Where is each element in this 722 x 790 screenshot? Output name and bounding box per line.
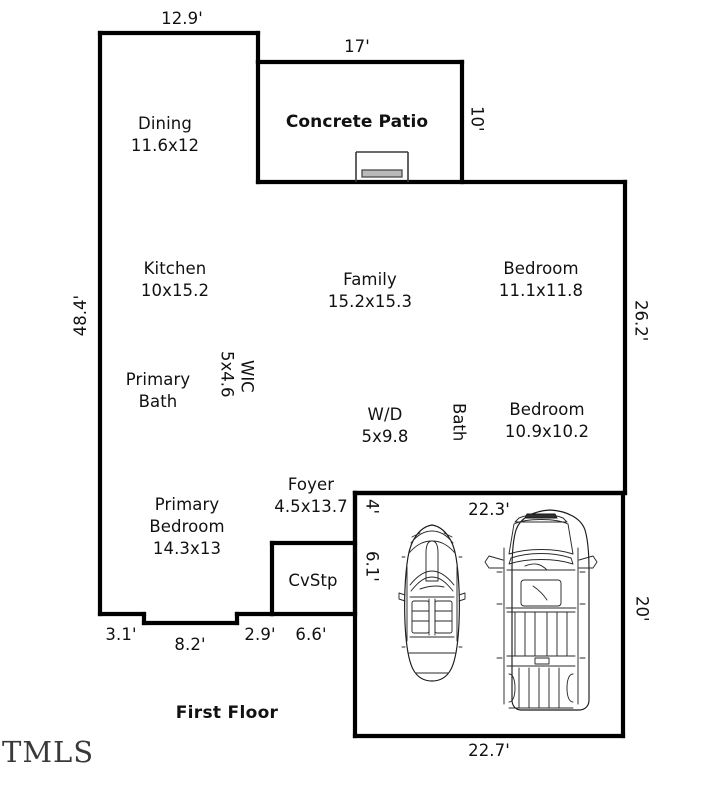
room-label-wic-size: 5x4.6 <box>216 351 237 402</box>
room-name-cvstp: CvStp <box>288 571 338 590</box>
room-label-bedroom-lower: Bedroom 10.9x10.2 <box>505 399 589 443</box>
vehicle-pickup-truck <box>484 509 598 711</box>
dimension-garage-right: 20' <box>631 596 652 626</box>
room-name-foyer: Foyer <box>287 475 335 494</box>
room-name-kitchen: Kitchen <box>143 259 207 278</box>
room-size-foyer: 4.5x13.7 <box>274 496 348 516</box>
car-hood-front <box>410 530 454 544</box>
room-size-dining: 11.6x12 <box>130 135 200 155</box>
truck-fender-left <box>508 673 516 703</box>
truck-windshield <box>508 553 574 565</box>
dimension-garage-bottom: 22.7' <box>468 741 510 760</box>
room-label-bath: Bath <box>448 403 469 445</box>
room-size-wd: 5x9.8 <box>361 426 409 446</box>
garage-walls <box>352 490 626 739</box>
dimension-bottom-step-left: 3.1' <box>105 625 137 644</box>
room-name-bath: Bath <box>449 403 469 442</box>
room-name-primary-bath-line1: Primary <box>125 370 191 389</box>
room-size-wic: 5x4.6 <box>217 351 237 398</box>
room-name-bedroom-upper: Bedroom <box>503 259 579 278</box>
room-size-bedroom-upper: 11.1x11.8 <box>498 280 584 300</box>
room-name-dining: Dining <box>138 114 192 133</box>
room-label-kitchen: Kitchen 10x15.2 <box>141 258 209 302</box>
truck-body <box>511 509 590 711</box>
room-label-primary-bedroom: Primary Bedroom 14.3x13 <box>149 494 224 559</box>
room-label-cvstp: CvStp <box>288 570 337 592</box>
dimension-foyer-right-upper-text: 4' <box>362 499 382 515</box>
room-label-foyer: Foyer 4.5x13.7 <box>274 474 348 518</box>
car-wheel-marks <box>401 556 463 648</box>
dimension-patio-right: 10' <box>466 106 487 136</box>
dimension-patio-top: 17' <box>344 37 370 56</box>
room-label-concrete-patio: Concrete Patio <box>286 111 428 133</box>
car-side-crease <box>406 566 458 642</box>
room-size-bedroom-lower: 10.9x10.2 <box>504 421 590 441</box>
room-name-primary-bath-line2: Bath <box>138 391 178 411</box>
car-mirror-left <box>398 592 406 602</box>
room-label-family: Family 15.2x15.3 <box>328 269 412 313</box>
dimension-house-right: 26.2' <box>630 300 651 345</box>
room-label-dining: Dining 11.6x12 <box>131 113 199 157</box>
car-console <box>428 598 436 636</box>
dimension-foyer-right-upper: 4' <box>361 499 382 518</box>
car-body <box>404 524 460 682</box>
dimension-garage-right-text: 20' <box>632 596 652 622</box>
car-headlight-right <box>443 532 453 538</box>
truck-mirror-right <box>578 555 598 569</box>
vehicle-convertible-car <box>398 524 466 682</box>
room-size-kitchen: 10x15.2 <box>140 280 210 300</box>
room-name-bedroom-lower: Bedroom <box>509 400 585 419</box>
truck-bed-ribs-upper <box>514 611 568 657</box>
truck-side-lines <box>503 547 579 705</box>
dimension-house-left-text: 48.4' <box>71 295 90 337</box>
watermark-tmls: TMLS <box>2 735 95 769</box>
truck-front-grille <box>524 513 558 519</box>
dimension-foyer-right-lower: 6.1' <box>361 551 382 586</box>
room-size-family: 15.2x15.3 <box>327 291 413 311</box>
stoop-step-bar <box>361 169 403 178</box>
room-name-primary-bedroom-line2: Bedroom <box>149 516 225 536</box>
room-label-bedroom-upper: Bedroom 11.1x11.8 <box>499 258 583 302</box>
room-label-primary-bath: Primary Bath <box>126 369 190 413</box>
truck-bed-bounds <box>506 611 576 657</box>
car-rollbar <box>425 540 439 582</box>
page-title: First Floor <box>175 703 279 723</box>
dimension-garage-top: 22.3' <box>468 500 510 519</box>
dimension-bottom-step-right: 2.9' <box>244 625 276 644</box>
dimension-house-left: 48.4' <box>70 295 91 340</box>
room-name-wd: W/D <box>367 405 403 424</box>
dimension-patio-right-text: 10' <box>467 106 487 132</box>
dimension-foyer-right-lower-text: 6.1' <box>362 551 382 582</box>
dimension-bottom-cvstp: 6.6' <box>295 625 327 644</box>
truck-rear-window <box>520 579 562 607</box>
truck-mirror-left <box>484 555 504 569</box>
room-label-wd: W/D 5x9.8 <box>361 404 408 448</box>
truck-wheel-marks <box>496 571 586 659</box>
truck-rear-window-streak <box>532 585 548 601</box>
car-headlight-left <box>411 532 421 538</box>
truck-tailgate-handle <box>534 657 550 665</box>
truck-tailgate-ribs <box>518 667 560 709</box>
room-size-primary-bedroom: 14.3x13 <box>152 538 222 558</box>
dimension-dining-top: 12.9' <box>161 9 203 28</box>
car-seat-ribs <box>411 610 453 622</box>
room-name-wic: WIC <box>237 360 257 393</box>
dimension-bottom-main: 8.2' <box>174 635 206 654</box>
car-windshield-inner <box>410 576 454 592</box>
room-label-wic-name: WIC <box>236 360 257 397</box>
patio-stoop-detail <box>355 151 409 182</box>
car-windshield <box>409 570 455 586</box>
truck-fender-right <box>566 673 574 703</box>
room-name-concrete-patio: Concrete Patio <box>285 112 429 132</box>
car-mirror-right <box>458 592 466 602</box>
room-name-family: Family <box>343 270 397 289</box>
truck-hood <box>508 519 574 555</box>
dimension-house-right-text: 26.2' <box>631 300 651 342</box>
truck-wiper <box>524 563 548 571</box>
room-name-primary-bedroom-line1: Primary <box>154 495 220 514</box>
car-windshield-streak <box>419 585 445 590</box>
